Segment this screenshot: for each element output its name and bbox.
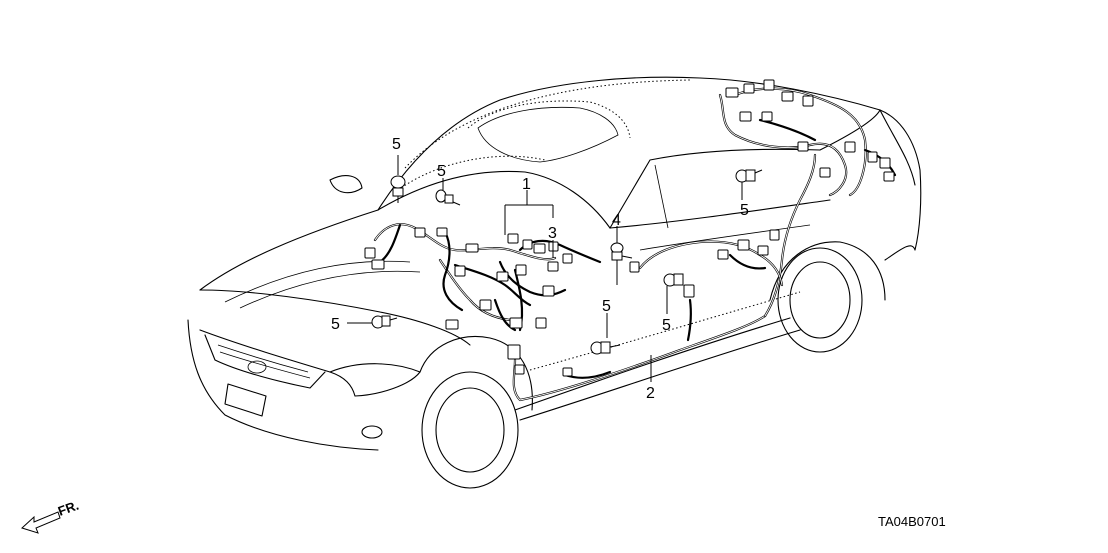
callout-5-rear: 5 (740, 202, 749, 219)
clip-5-rear (735, 169, 763, 200)
callout-3: 3 (548, 225, 557, 242)
callout-leaders (504, 190, 652, 382)
callout-5-sill: 5 (602, 298, 611, 315)
front-label: FR. (56, 498, 81, 519)
callout-5-top: 5 (392, 136, 401, 153)
callout-1: 1 (522, 176, 531, 193)
wire-harness-group (364, 79, 897, 402)
clip-5-top (390, 155, 406, 203)
callout-2: 2 (646, 385, 655, 402)
clip-5-sill (590, 313, 621, 355)
diagram-code: TA04B0701 (878, 514, 946, 529)
callout-5-dash: 5 (437, 163, 446, 180)
front-arrow-icon (21, 511, 61, 534)
bolt-4 (610, 226, 633, 285)
clip-5-dash (435, 178, 461, 206)
callout-5-left: 5 (331, 316, 340, 333)
clip-5-rear-door (663, 273, 684, 314)
callout-5-rear-door: 5 (662, 317, 671, 334)
front-indicator: FR. (21, 498, 81, 534)
clip-5-left (347, 315, 398, 329)
callout-4: 4 (612, 212, 621, 229)
